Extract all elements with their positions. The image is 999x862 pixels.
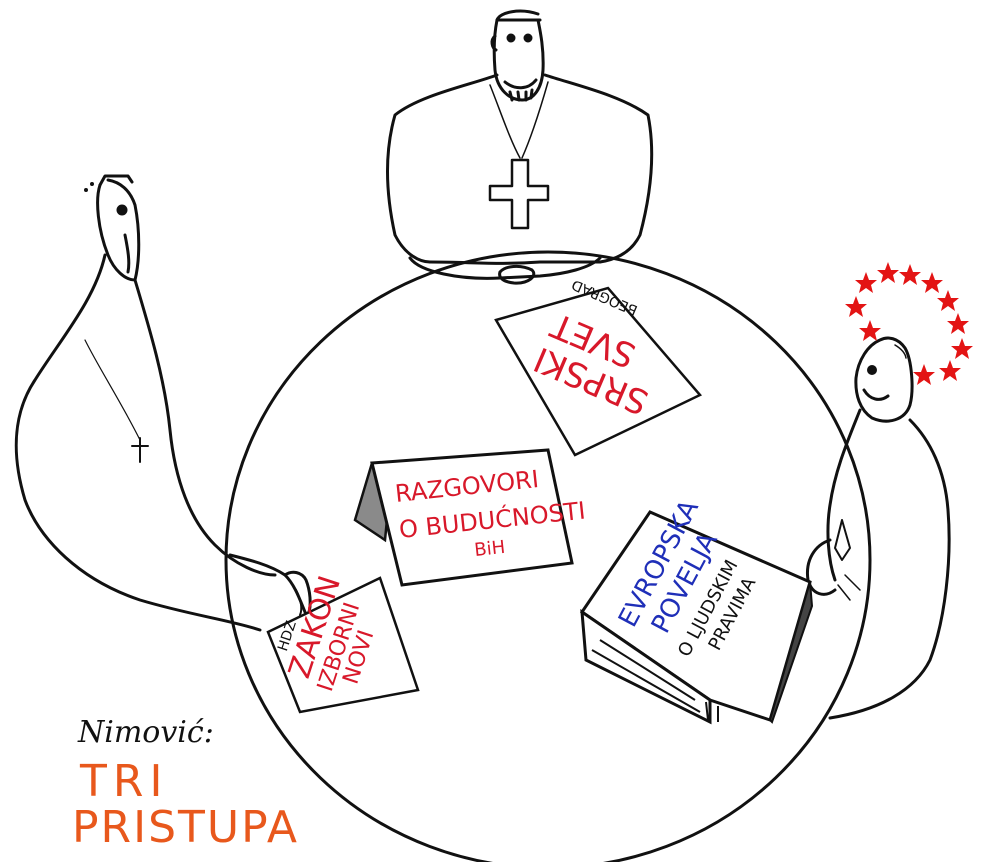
eu-official-figure bbox=[805, 336, 951, 720]
eu-star bbox=[921, 272, 943, 293]
human-rights-book: EVROPSKA POVELJA O LJUDSKIM PRAVIMA bbox=[579, 495, 814, 725]
table-sign: RAZGOVORI O BUDUĆNOSTI BiH bbox=[353, 448, 587, 587]
cartoon-title-line-1: TRI bbox=[79, 756, 168, 807]
eu-star bbox=[913, 364, 935, 385]
eu-star bbox=[937, 290, 959, 311]
eu-star bbox=[855, 272, 877, 293]
eu-star bbox=[947, 313, 969, 334]
eu-star bbox=[899, 264, 921, 285]
eu-star bbox=[939, 360, 961, 381]
eu-star bbox=[951, 338, 973, 359]
eu-star bbox=[859, 320, 881, 341]
eu-star bbox=[877, 262, 899, 283]
izborni-zakon-paper: NOVI IZBORNI ZAKON HDZ bbox=[266, 572, 420, 714]
eu-star-halo bbox=[845, 262, 973, 385]
cartoon-title-line-2: PRISTUPA bbox=[72, 802, 299, 853]
table-sign-line-3: BiH bbox=[473, 537, 506, 561]
eu-star bbox=[845, 296, 867, 317]
artist-signature: Nimović: bbox=[77, 715, 214, 750]
round-table bbox=[224, 250, 872, 862]
srpski-svet-paper: SRPSKI SVET BEOGRAD bbox=[494, 276, 703, 457]
priest-figure bbox=[386, 9, 654, 285]
cleric-figure bbox=[14, 174, 312, 632]
